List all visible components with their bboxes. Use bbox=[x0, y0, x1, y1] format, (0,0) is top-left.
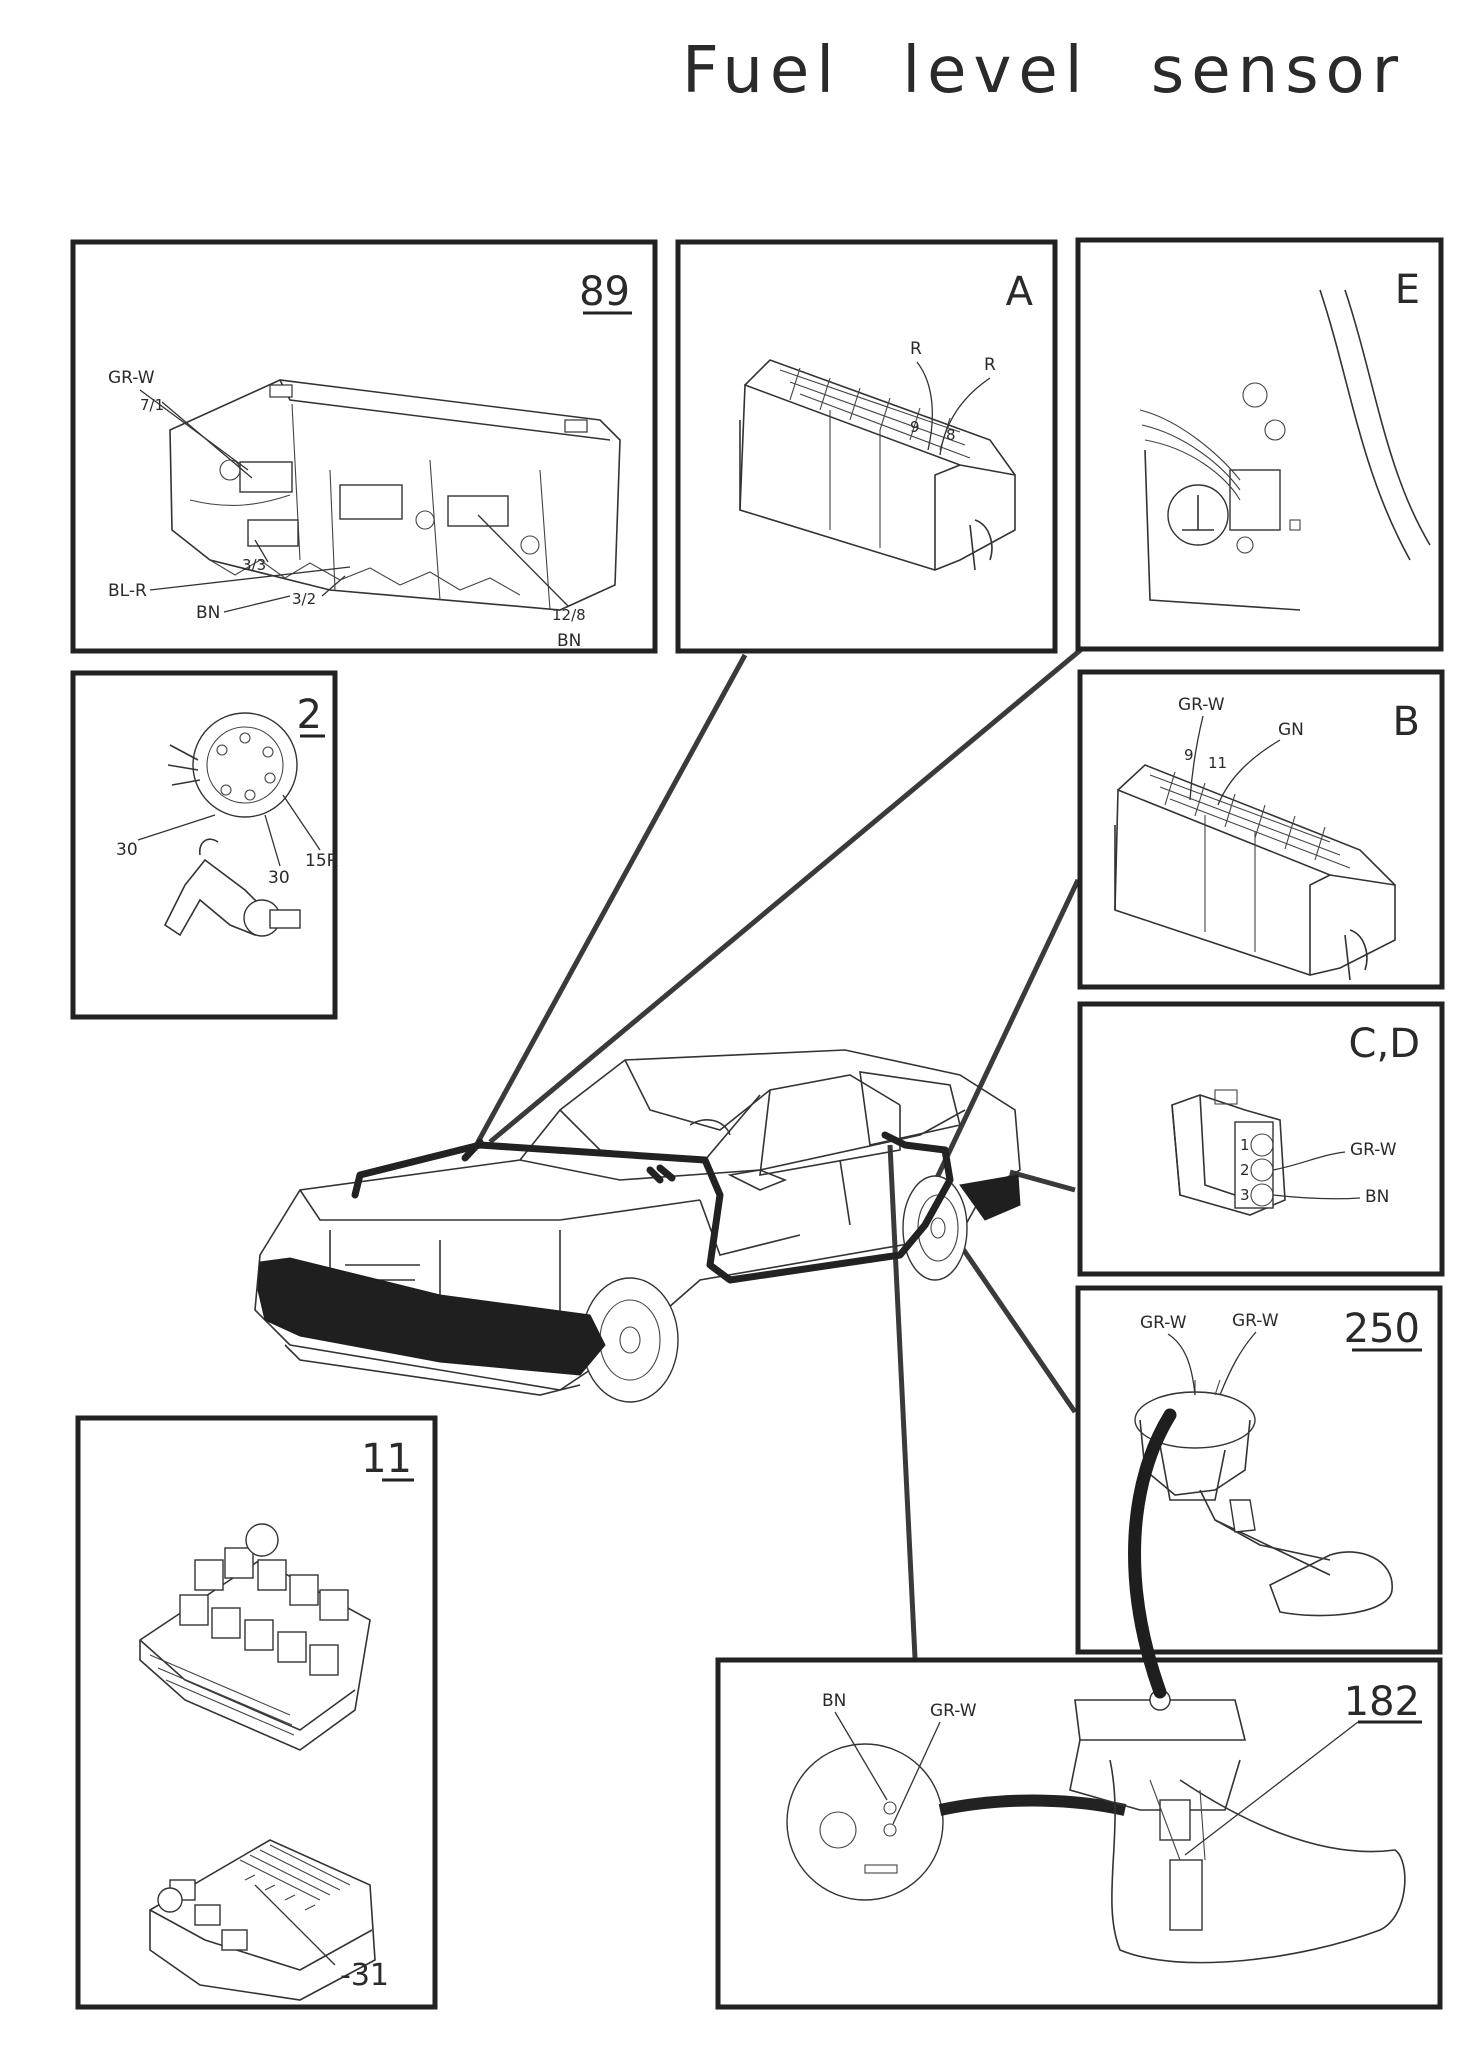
fuel-level-sensor-illustration bbox=[1134, 1379, 1393, 1617]
callout-9: 9 bbox=[910, 418, 920, 436]
panel-b-label: B bbox=[1393, 699, 1420, 745]
callout-pin-1: 1 bbox=[1240, 1136, 1250, 1154]
callout-gr-w-1: GR-W bbox=[1140, 1313, 1187, 1333]
panel-a: A R R 9 8 bbox=[675, 239, 1058, 654]
callout-3-2: 3/2 bbox=[292, 590, 316, 608]
panel-cd-label: C,D bbox=[1349, 1021, 1420, 1067]
callout-gr-w: GR-W bbox=[1178, 695, 1225, 715]
callout-11: 11 bbox=[1208, 754, 1227, 772]
callout-9: 9 bbox=[1184, 746, 1194, 764]
panel-e: E bbox=[1075, 237, 1444, 652]
connector-a-illustration bbox=[739, 359, 1016, 571]
instrument-cluster-illustration bbox=[169, 379, 621, 611]
panel-182: 182 BN GR-W bbox=[715, 1657, 1443, 2010]
panel-89: 89 GR-W 7/1 3/3 BL-R BN 3/2 12/8 B bbox=[70, 239, 658, 654]
connector-lines bbox=[475, 646, 1085, 1659]
panel-cd: C,D 1 2 3 GR-W BN bbox=[1077, 1001, 1445, 1277]
callout-bn-2: BN bbox=[557, 631, 581, 651]
callout-gr-w: GR-W bbox=[1350, 1140, 1397, 1160]
panel-2-callouts: 30 30 15R bbox=[116, 794, 339, 888]
panel-89-callouts: GR-W 7/1 3/3 BL-R BN 3/2 12/8 BN bbox=[108, 368, 586, 651]
panel-250: 250 GR-W GR-W bbox=[1075, 1285, 1443, 1655]
connector-b-illustration bbox=[1114, 764, 1396, 981]
panel-11-label: 11 bbox=[361, 1436, 412, 1482]
callout-12-8: 12/8 bbox=[552, 606, 586, 624]
callout-7-1: 7/1 bbox=[140, 396, 164, 414]
panel-cd-callouts: 1 2 3 GR-W BN bbox=[1240, 1136, 1397, 1207]
callout-30-1: 30 bbox=[116, 840, 138, 860]
panel-89-label: 89 bbox=[579, 269, 630, 315]
panel-e-label: E bbox=[1395, 267, 1420, 313]
page-title: Fuel level sensor bbox=[682, 34, 1405, 108]
panel-a-label: A bbox=[1006, 269, 1034, 315]
callout-8: 8 bbox=[946, 426, 956, 444]
panel-a-callouts: R R 9 8 bbox=[910, 339, 996, 456]
callout-gr-w: GR-W bbox=[108, 368, 155, 388]
panel-11: 11 -31 bbox=[75, 1415, 438, 2010]
panel-2-label: 2 bbox=[297, 692, 322, 738]
callout-30-2: 30 bbox=[268, 868, 290, 888]
ground-point-illustration bbox=[1139, 289, 1431, 611]
callout-r-1: R bbox=[910, 339, 922, 359]
car-illustration bbox=[254, 1049, 1021, 1403]
callout-gr-w: GR-W bbox=[930, 1701, 977, 1721]
callout-r-2: R bbox=[984, 355, 996, 375]
panel-b-callouts: GR-W GN 9 11 bbox=[1178, 695, 1304, 806]
connector-cd-illustration bbox=[1171, 1089, 1286, 1216]
panel-182-callouts: BN GR-W bbox=[822, 1691, 1359, 1856]
relay-box-illustration bbox=[139, 1523, 376, 2001]
panel-250-label: 250 bbox=[1344, 1306, 1420, 1352]
callout-pin-2: 2 bbox=[1240, 1161, 1250, 1179]
callout-bl-r: BL-R bbox=[108, 581, 147, 601]
callout-bn-1: BN bbox=[196, 603, 220, 623]
callout-3-3: 3/3 bbox=[242, 556, 266, 574]
panel-182-label: 182 bbox=[1344, 1679, 1420, 1725]
fuel-tank-illustration bbox=[786, 1689, 1406, 1964]
panel-250-callouts: GR-W GR-W bbox=[1140, 1311, 1279, 1396]
callout-gr-w-2: GR-W bbox=[1232, 1311, 1279, 1331]
ignition-switch-illustration bbox=[163, 712, 301, 937]
panel-2: 2 30 30 15R bbox=[70, 670, 339, 1020]
callout-pin-3: 3 bbox=[1240, 1186, 1250, 1204]
callout-minus-31: -31 bbox=[340, 1958, 389, 1993]
callout-bn: BN bbox=[1365, 1187, 1389, 1207]
callout-gn: GN bbox=[1278, 720, 1304, 740]
panel-11-callouts: -31 bbox=[254, 1884, 389, 1993]
panel-b: B GR-W GN 9 11 bbox=[1077, 669, 1445, 990]
callout-bn: BN bbox=[822, 1691, 846, 1711]
callout-15r: 15R bbox=[305, 851, 339, 871]
